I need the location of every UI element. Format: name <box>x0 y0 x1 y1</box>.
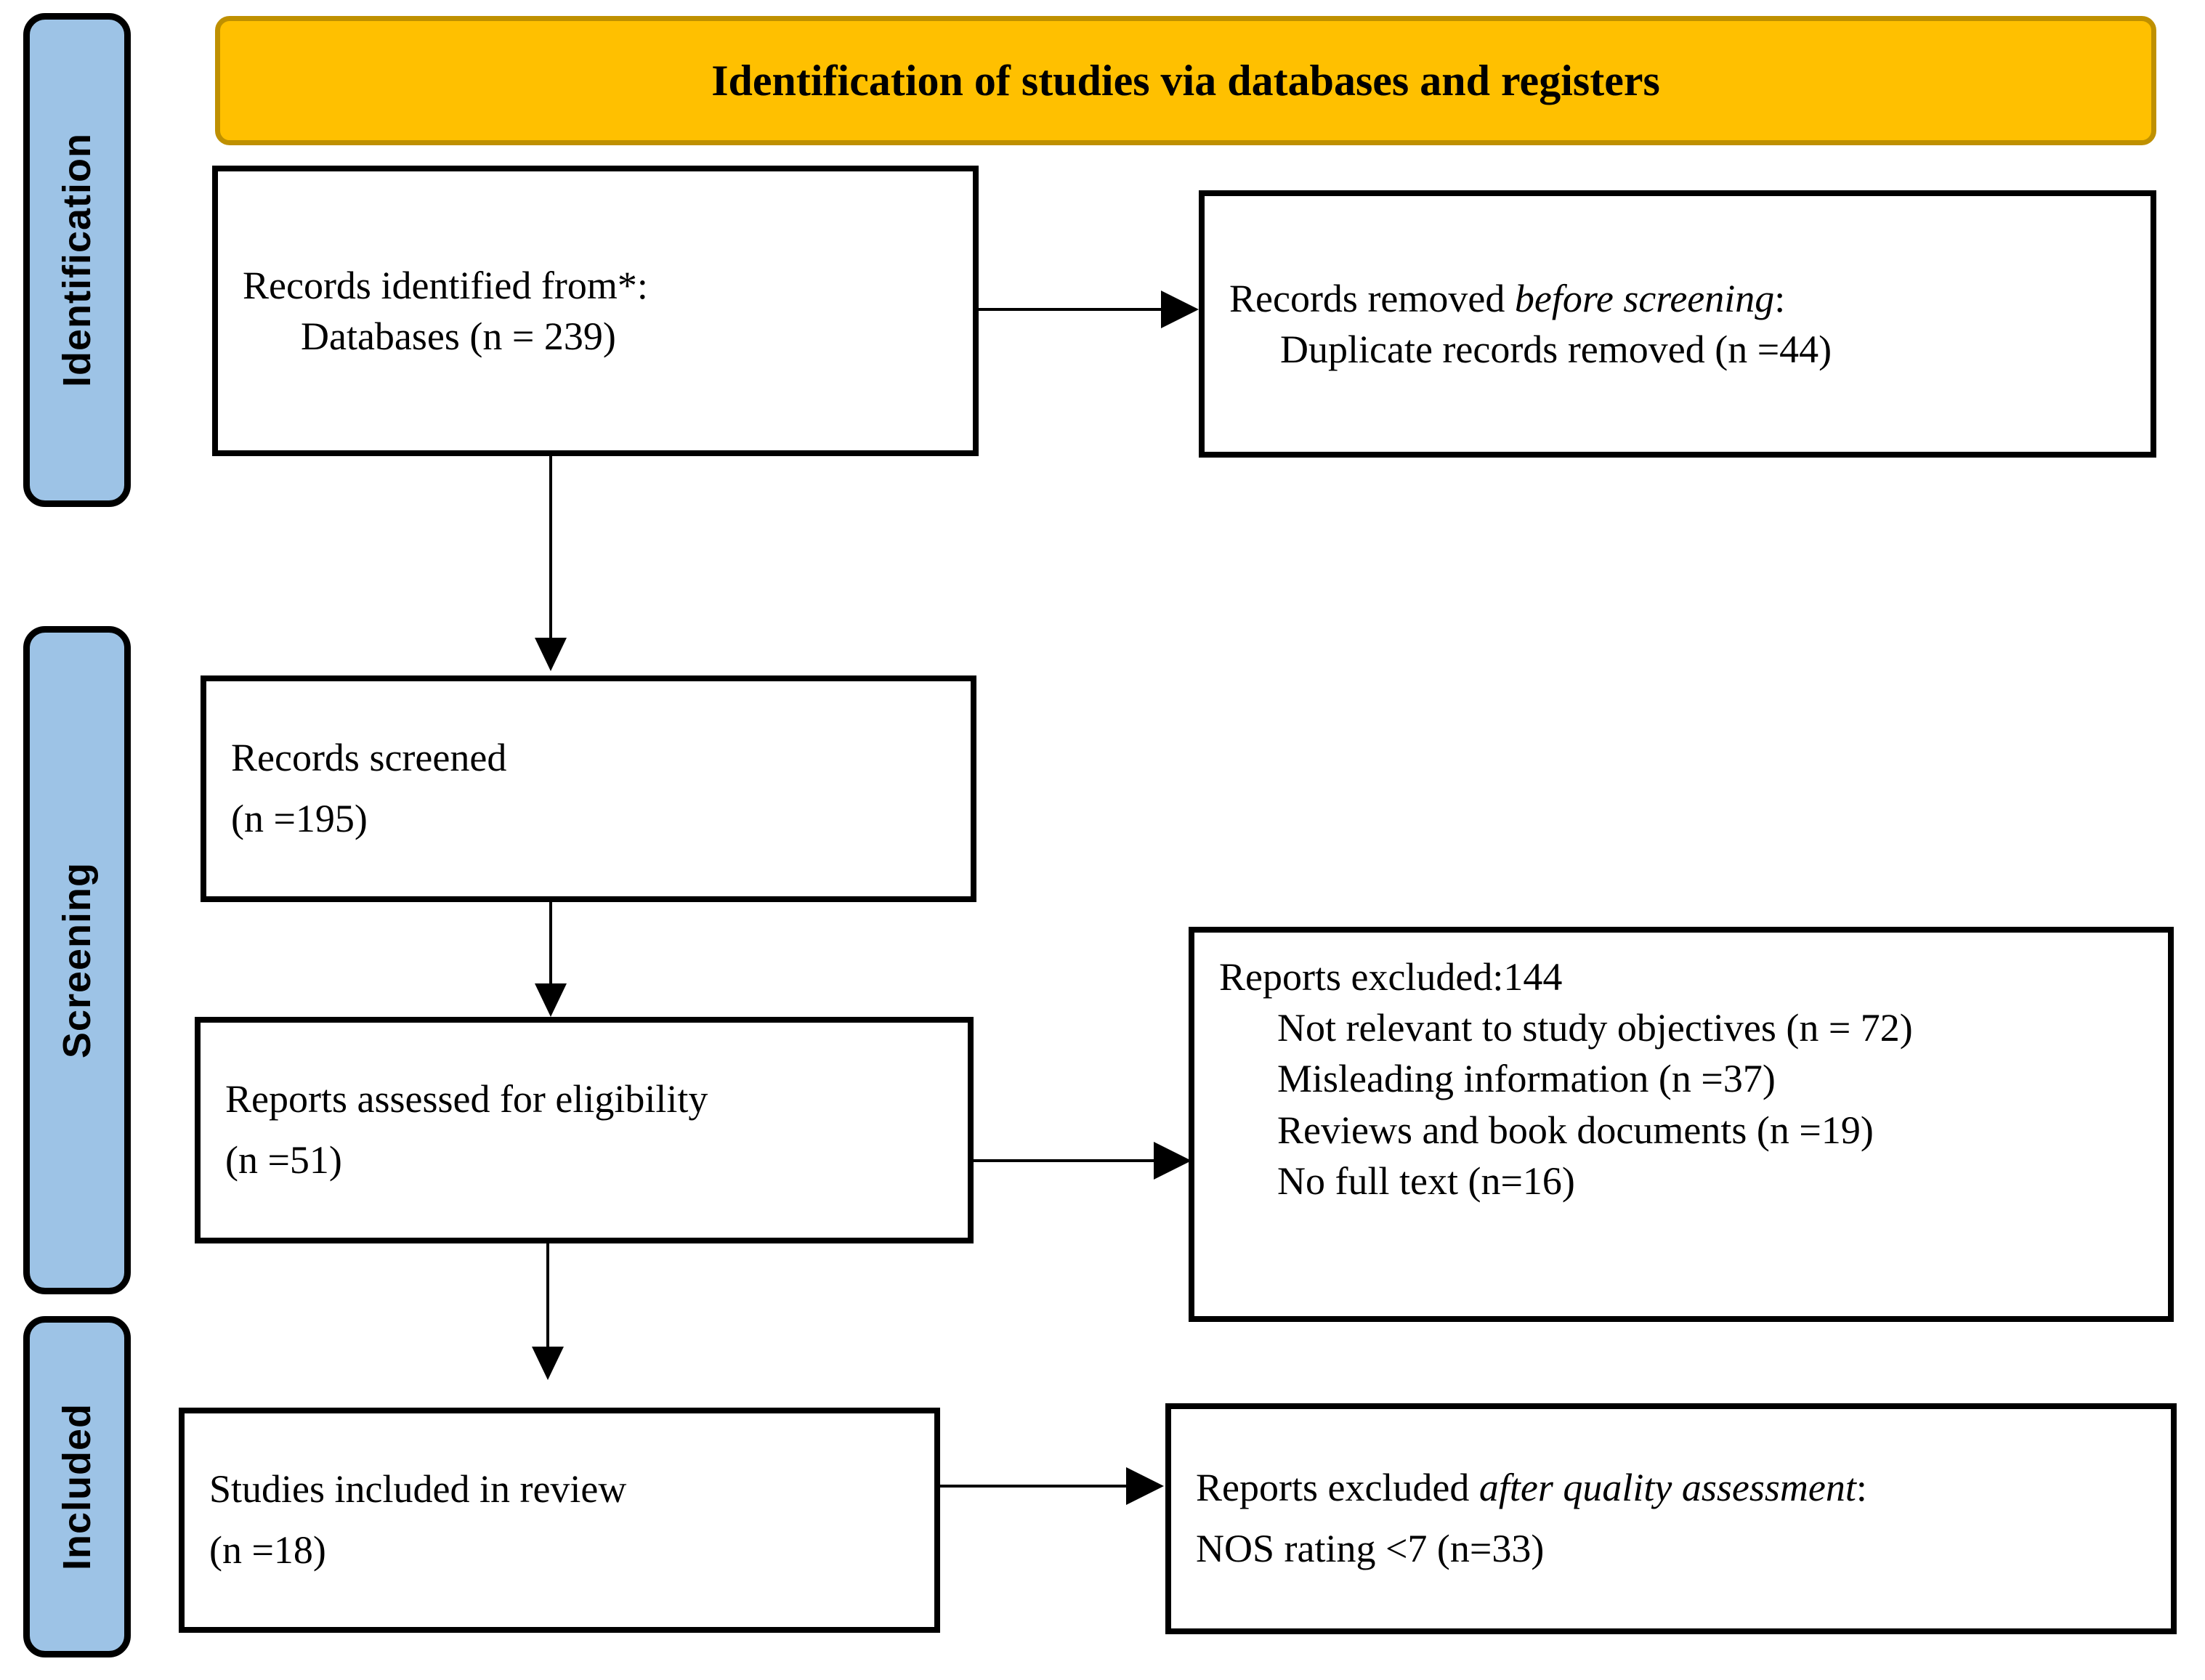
records-removed-line-2: Duplicate records removed (n =44) <box>1280 328 1832 371</box>
records-identified-line-1: Records identified from*: <box>243 263 648 307</box>
stage-pill-included: Included <box>23 1316 131 1657</box>
header-title: Identification of studies via databases … <box>711 56 1660 105</box>
excluded-quality-italic: after quality assessment <box>1478 1466 1856 1510</box>
excluded-quality-suffix: : <box>1856 1466 1867 1510</box>
box-reports-excluded: Reports excluded:144 Not relevant to stu… <box>1189 927 2174 1322</box>
connector-included-to-excluded-quality <box>940 1485 1126 1488</box>
stage-pill-identification: Identification <box>23 13 131 507</box>
records-removed-line-1: Records removed before screening: <box>1229 273 2126 324</box>
excluded-quality-prefix: Reports excluded <box>1196 1466 1479 1510</box>
connector-identified-to-screened <box>549 456 552 638</box>
box-studies-included: Studies included in review (n =18) <box>179 1408 940 1633</box>
reports-assessed-line-1: Reports assessed for eligibility <box>225 1077 708 1121</box>
records-identified-line-2: Databases (n = 239) <box>301 315 616 358</box>
arrowhead-identified-to-screened <box>535 638 567 671</box>
arrowhead-assessed-to-excluded <box>1154 1142 1191 1180</box>
reports-assessed-line-2: (n =51) <box>225 1138 342 1182</box>
header-banner: Identification of studies via databases … <box>215 16 2156 145</box>
excluded-quality-line-1: Reports excluded after quality assessmen… <box>1196 1458 2146 1519</box>
connector-assessed-to-included <box>546 1243 549 1347</box>
arrowhead-screened-to-assessed <box>535 983 567 1017</box>
stage-pill-screening: Screening <box>23 626 131 1294</box>
reports-excluded-reason-2: Misleading information (n =37) <box>1277 1057 1776 1101</box>
box-records-identified: Records identified from*: Databases (n =… <box>212 166 979 456</box>
stage-label-identification: Identification <box>55 133 99 387</box>
arrowhead-identified-to-removed <box>1161 291 1199 328</box>
records-removed-italic: before screening <box>1514 276 1775 320</box>
connector-assessed-to-excluded <box>974 1159 1154 1162</box>
reports-excluded-reason-3: Reviews and book documents (n =19) <box>1277 1108 1874 1152</box>
studies-included-line-2: (n =18) <box>209 1528 326 1572</box>
box-excluded-quality: Reports excluded after quality assessmen… <box>1165 1403 2177 1634</box>
records-screened-line-1: Records screened <box>231 736 507 780</box>
reports-excluded-reason-1: Not relevant to study objectives (n = 72… <box>1277 1006 1913 1050</box>
arrowhead-included-to-excluded-quality <box>1126 1467 1164 1505</box>
stage-label-included: Included <box>55 1403 99 1570</box>
studies-included-line-1: Studies included in review <box>209 1467 627 1511</box>
box-records-screened: Records screened (n =195) <box>201 675 976 902</box>
stage-label-screening: Screening <box>55 861 99 1059</box>
reports-excluded-reason-4: No full text (n=16) <box>1277 1158 1575 1203</box>
records-screened-line-2: (n =195) <box>231 797 368 840</box>
records-removed-suffix: : <box>1774 276 1786 320</box>
box-records-removed: Records removed before screening: Duplic… <box>1199 190 2156 458</box>
records-removed-prefix: Records removed <box>1229 276 1515 320</box>
arrowhead-assessed-to-included <box>532 1347 564 1380</box>
reports-excluded-heading: Reports excluded:144 <box>1219 955 1563 999</box>
excluded-quality-line-2: NOS rating <7 (n=33) <box>1196 1527 1545 1570</box>
connector-identified-to-removed <box>979 308 1161 311</box>
box-reports-assessed: Reports assessed for eligibility (n =51) <box>195 1017 974 1243</box>
connector-screened-to-assessed <box>549 902 552 983</box>
